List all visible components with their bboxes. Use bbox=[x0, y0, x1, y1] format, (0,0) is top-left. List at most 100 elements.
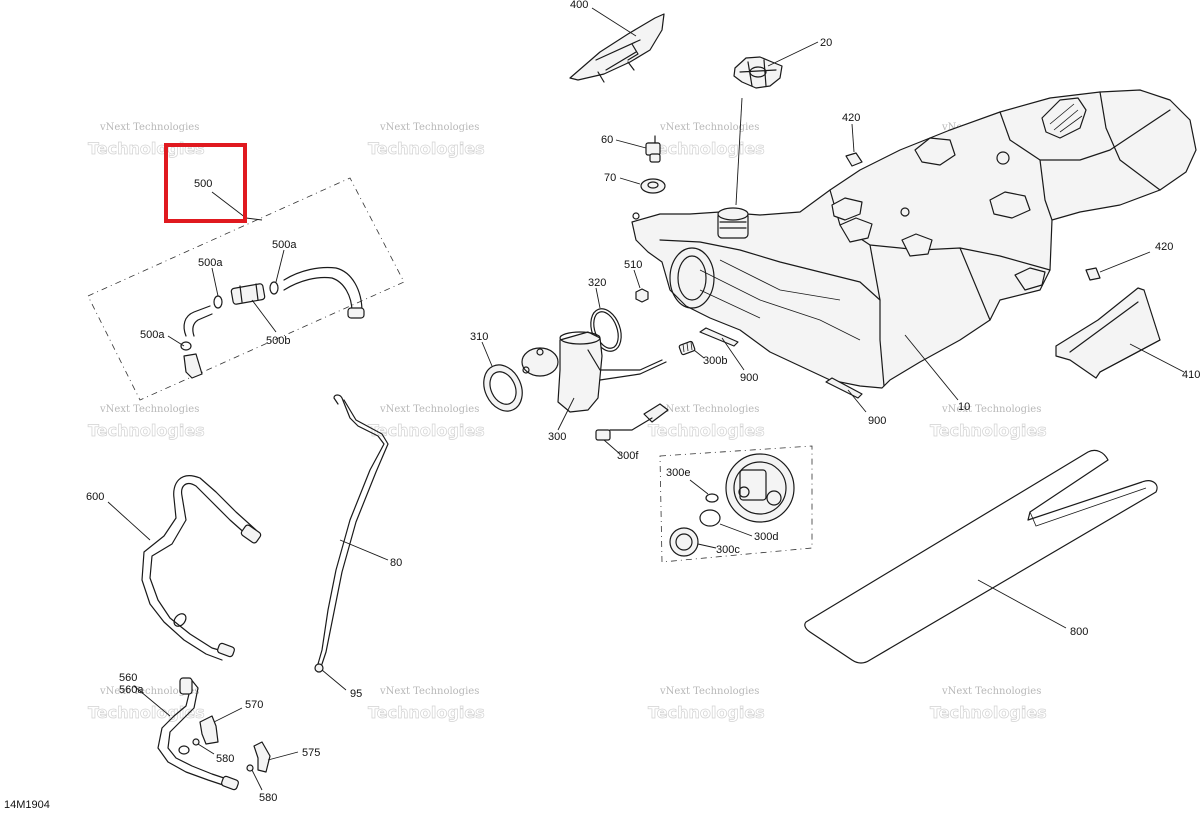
callout-label-420-lower: 420 bbox=[1155, 241, 1173, 253]
callout-70: 70 bbox=[604, 172, 641, 185]
watermark-text: vNext Technologies bbox=[941, 686, 1041, 697]
part-420-clip-upper[interactable] bbox=[845, 152, 863, 167]
watermark-text: vNext Technologies bbox=[659, 122, 759, 133]
callout-20: 20 bbox=[735, 37, 832, 206]
callout-label-570: 570 bbox=[245, 699, 263, 711]
watermark-text: Technologies bbox=[648, 703, 765, 722]
part-420-clip-lower[interactable] bbox=[1085, 267, 1101, 281]
callout-900-upper: 900 bbox=[721, 337, 758, 384]
callout-310: 310 bbox=[470, 331, 493, 367]
callout-label-510: 510 bbox=[624, 259, 642, 271]
watermark-text: vNext Technologies bbox=[659, 686, 759, 697]
callout-label-560a: 560a bbox=[119, 684, 144, 696]
callout-label-300d: 300d bbox=[754, 531, 778, 543]
callout-label-500a-right: 500a bbox=[272, 239, 297, 251]
callout-600: 600 bbox=[86, 491, 151, 541]
watermark-text: vNext Technologies bbox=[99, 404, 199, 415]
watermark-text: vNext Technologies bbox=[659, 404, 759, 415]
part-300b-filter[interactable] bbox=[678, 340, 696, 356]
callout-label-500a-top: 500a bbox=[198, 257, 223, 269]
callout-label-420-upper: 420 bbox=[842, 112, 860, 124]
callout-500a-right: 500a bbox=[272, 239, 297, 283]
callout-575: 575 bbox=[267, 747, 320, 761]
part-575-bracket[interactable] bbox=[253, 741, 271, 773]
watermark-text: Technologies bbox=[930, 421, 1047, 440]
callout-300: 300 bbox=[548, 397, 575, 443]
callout-60: 60 bbox=[601, 134, 647, 149]
part-10-fuel-tank[interactable] bbox=[631, 89, 1197, 389]
part-300-fuel-pump[interactable] bbox=[521, 331, 667, 413]
callout-400: 400 bbox=[570, 0, 637, 37]
callout-label-320: 320 bbox=[588, 277, 606, 289]
callout-420-upper: 420 bbox=[842, 112, 860, 153]
callout-label-560: 560 bbox=[119, 672, 137, 684]
part-300f-level-sender[interactable] bbox=[595, 403, 669, 441]
part-310-lock-ring[interactable] bbox=[477, 359, 530, 418]
callout-320: 320 bbox=[588, 277, 606, 309]
part-900-pad-lower[interactable] bbox=[825, 377, 863, 399]
part-570-bracket[interactable] bbox=[199, 715, 219, 745]
callout-580-lower: 580 bbox=[251, 769, 277, 804]
watermark-text: vNext Technologies bbox=[99, 122, 199, 133]
callout-300e: 300e bbox=[666, 467, 709, 495]
watermark-text: Technologies bbox=[88, 421, 205, 440]
callout-label-400: 400 bbox=[570, 0, 588, 11]
callout-500a-top: 500a bbox=[198, 257, 223, 297]
watermark-text: Technologies bbox=[930, 703, 1047, 722]
callout-label-600: 600 bbox=[86, 491, 104, 503]
part-60-valve[interactable] bbox=[645, 135, 661, 163]
watermark-text: vNext Technologies bbox=[99, 686, 199, 697]
callout-label-410: 410 bbox=[1182, 369, 1200, 381]
callout-label-60: 60 bbox=[601, 134, 613, 146]
callout-label-500b: 500b bbox=[266, 335, 290, 347]
part-580-screw-upper[interactable] bbox=[192, 738, 200, 746]
callout-510: 510 bbox=[624, 259, 642, 289]
callout-420-lower: 420 bbox=[1099, 241, 1173, 273]
callout-80: 80 bbox=[339, 539, 402, 569]
part-800-protective-film[interactable] bbox=[804, 449, 1158, 664]
part-70-grommet[interactable] bbox=[640, 178, 666, 194]
callout-label-20: 20 bbox=[820, 37, 832, 49]
callout-300c: 300c bbox=[697, 543, 740, 556]
callout-label-500: 500 bbox=[194, 178, 212, 190]
callout-label-310: 310 bbox=[470, 331, 488, 343]
watermarks: vNext Technologies Technologies vNext Te… bbox=[88, 122, 1047, 722]
part-400-heat-shield[interactable] bbox=[569, 13, 665, 83]
callout-label-300c: 300c bbox=[716, 544, 740, 556]
callout-label-300e: 300e bbox=[666, 467, 690, 479]
callout-label-70: 70 bbox=[604, 172, 616, 184]
callout-500b: 500b bbox=[251, 299, 290, 347]
pump-detail-inset bbox=[659, 445, 813, 563]
watermark-text: vNext Technologies bbox=[941, 404, 1041, 415]
callout-580-upper: 580 bbox=[197, 743, 234, 765]
part-510-nut[interactable] bbox=[635, 288, 649, 303]
callout-label-300b: 300b bbox=[703, 355, 727, 367]
callout-570: 570 bbox=[213, 699, 263, 723]
callout-label-800: 800 bbox=[1070, 626, 1088, 638]
watermark-text: vNext Technologies bbox=[379, 122, 479, 133]
callout-560: 560 560a bbox=[119, 672, 171, 717]
part-410-side-shield[interactable] bbox=[1055, 287, 1161, 379]
watermark-text: Technologies bbox=[88, 139, 205, 158]
callout-300b: 300b bbox=[693, 349, 727, 367]
callout-label-300: 300 bbox=[548, 431, 566, 443]
watermark-text: Technologies bbox=[368, 703, 485, 722]
callout-410: 410 bbox=[1129, 343, 1200, 381]
callout-900-lower: 900 bbox=[847, 389, 886, 427]
part-80-vent-line[interactable] bbox=[314, 394, 389, 673]
callout-500: 500 bbox=[194, 178, 263, 221]
part-560-hose[interactable] bbox=[157, 677, 239, 791]
watermark-text: Technologies bbox=[368, 139, 485, 158]
part-500-fuel-filter-assembly[interactable] bbox=[87, 177, 405, 401]
diagram-code: 14M1904 bbox=[4, 799, 50, 811]
part-600-hose[interactable] bbox=[141, 475, 262, 661]
part-580-screw-lower[interactable] bbox=[246, 764, 254, 772]
callout-95: 95 bbox=[321, 669, 362, 700]
watermark-text: Technologies bbox=[648, 139, 765, 158]
part-20-fuel-cap[interactable] bbox=[733, 56, 783, 89]
callout-label-95: 95 bbox=[350, 688, 362, 700]
watermark-text: Technologies bbox=[88, 703, 205, 722]
watermark-text: Technologies bbox=[368, 421, 485, 440]
callout-300f: 300f bbox=[603, 439, 639, 462]
part-900-pad-upper[interactable] bbox=[699, 327, 739, 347]
